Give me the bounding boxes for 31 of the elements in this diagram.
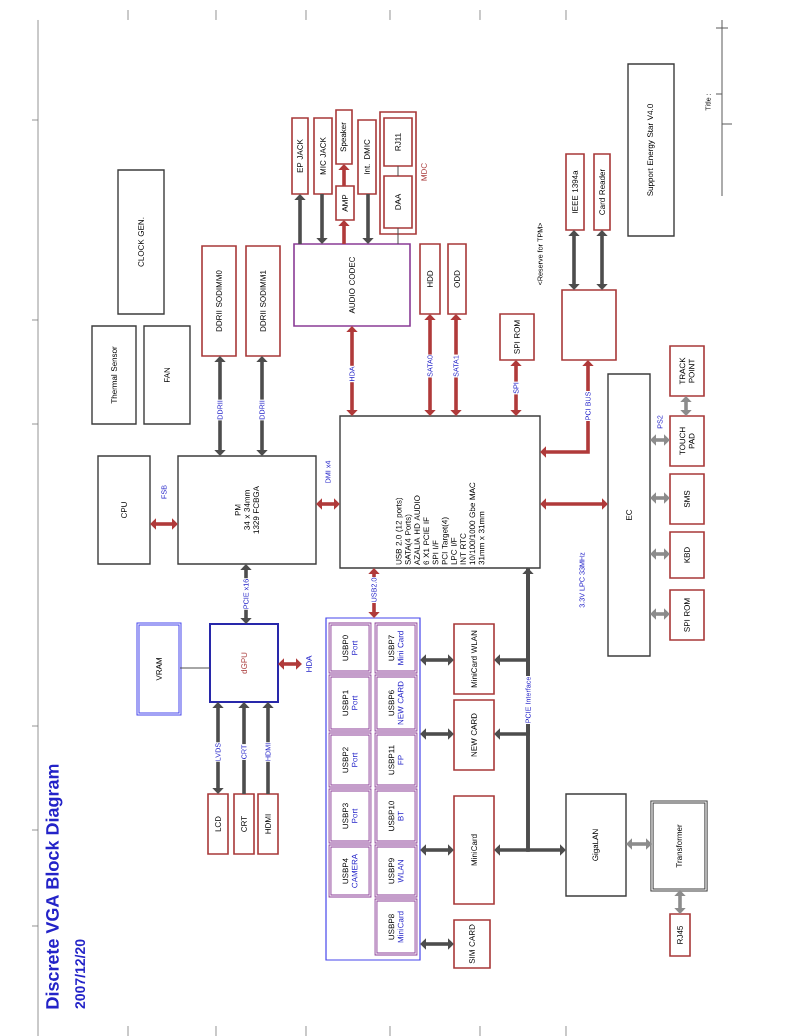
arrow [346,326,358,416]
arrow [450,314,462,416]
arrow [316,498,340,510]
arrow [214,356,226,456]
arrow [596,230,608,290]
connector-line [397,227,399,245]
arrow [680,396,692,416]
title: Discrete VGA Block Diagram [45,764,63,1009]
arrow [420,938,454,950]
arrow [510,360,522,416]
arrow [240,564,252,624]
arrow [650,548,670,560]
arrow [568,230,580,290]
arrow [420,728,454,740]
arrow [424,314,436,416]
arrow [150,518,178,530]
arrow [420,654,454,666]
arrow [256,356,268,456]
arrow [212,702,224,794]
arrow [650,434,670,446]
arrow [420,844,454,856]
arrow [278,658,302,670]
arrow [540,498,608,510]
arrow [650,608,670,620]
group-box [379,111,417,235]
arrow [626,838,652,850]
connector-line [179,667,211,669]
chip-box [561,289,617,361]
arrow [674,890,686,914]
arrow [650,492,670,504]
connector-line [397,165,399,177]
